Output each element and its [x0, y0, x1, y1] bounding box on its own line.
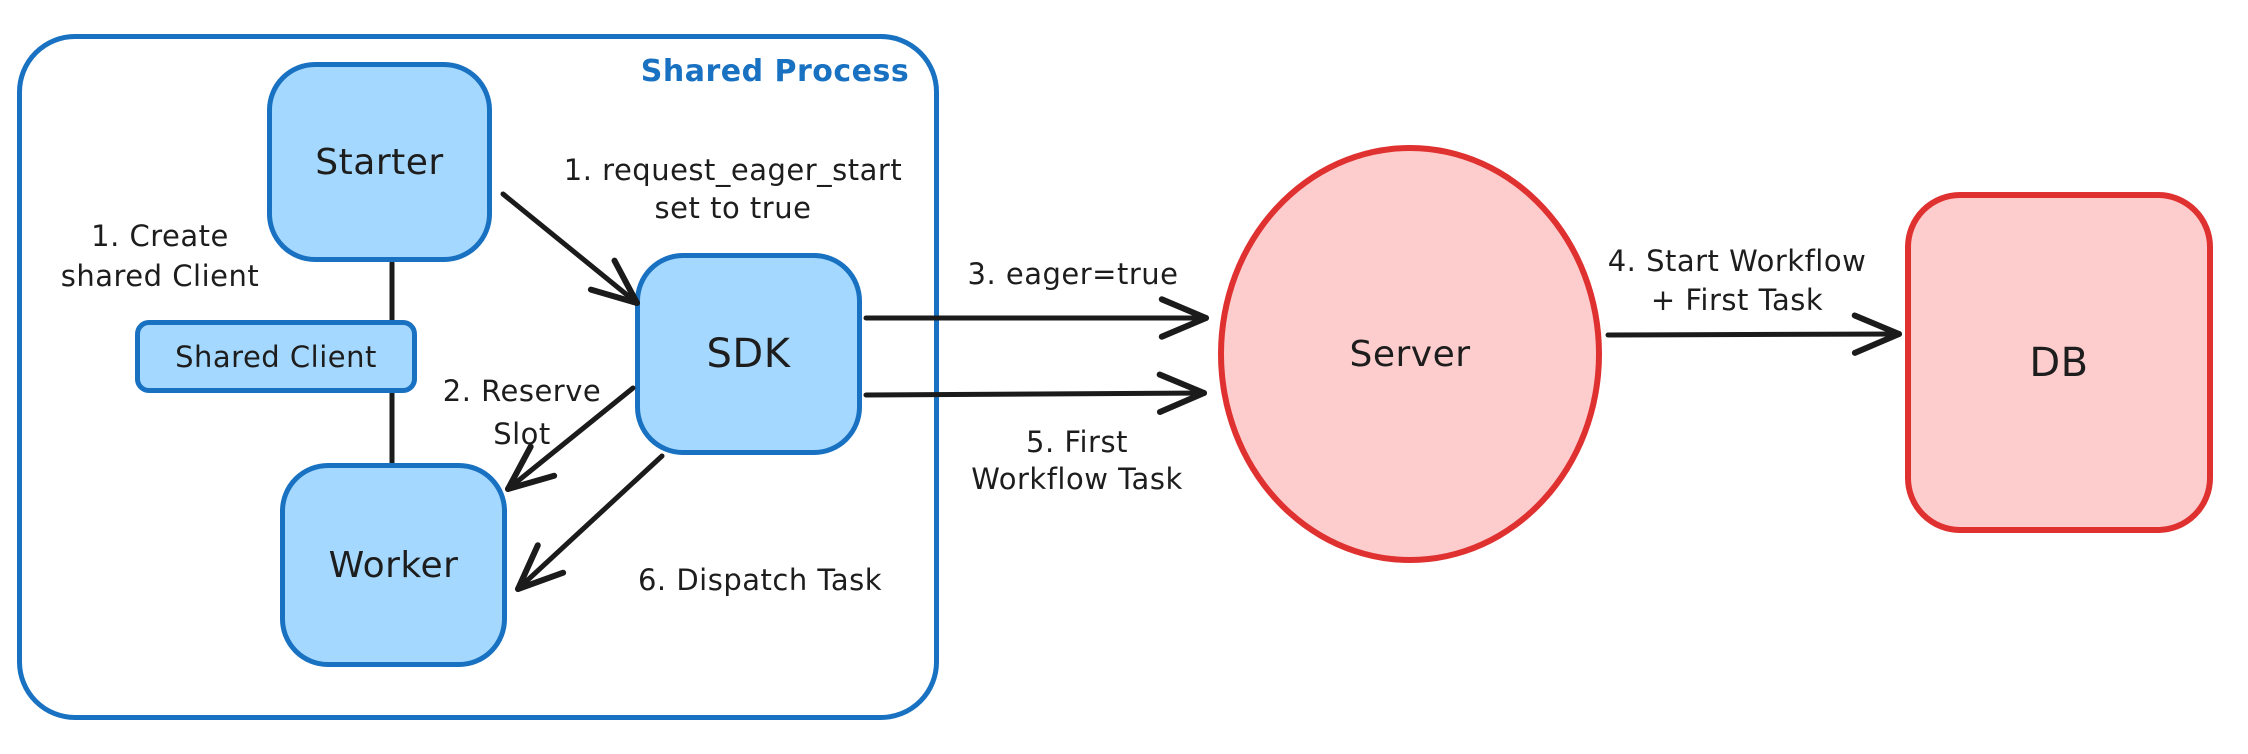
- label-request-eager-start-line1: 1. request_eager_start: [563, 153, 903, 187]
- worker-node: Worker: [280, 463, 507, 667]
- shared-process-container: [17, 34, 939, 720]
- label-first-workflow-task: 5. First Workflow Task: [927, 424, 1227, 498]
- sdk-node-label: SDK: [706, 331, 791, 377]
- label-create-shared-client-line1: 1. Create: [91, 219, 229, 253]
- label-eager-true: 3. eager=true: [967, 257, 1179, 291]
- starter-node-label: Starter: [315, 141, 444, 183]
- arrow-start-workflow: [1605, 312, 1902, 356]
- label-start-workflow-first-task-line2: + First Task: [1650, 283, 1824, 317]
- worker-node-label: Worker: [328, 544, 459, 586]
- server-node: Server: [1218, 145, 1602, 563]
- shared-client-node-label: Shared Client: [175, 339, 377, 374]
- label-start-workflow-first-task-line1: 4. Start Workflow: [1607, 244, 1867, 278]
- label-first-workflow-task-line2: Workflow Task: [971, 462, 1183, 496]
- label-request-eager-start-line2: set to true: [654, 191, 812, 225]
- label-reserve-slot: 2. Reserve Slot: [402, 370, 642, 456]
- label-reserve-slot-line2: Slot: [493, 417, 551, 451]
- db-node-label: DB: [2029, 339, 2089, 386]
- label-start-workflow-first-task: 4. Start Workflow + First Task: [1587, 242, 1887, 320]
- label-dispatch-task: 6. Dispatch Task: [637, 563, 883, 597]
- shared-client-node: Shared Client: [135, 320, 417, 393]
- label-request-eager-start: 1. request_eager_start set to true: [533, 151, 933, 227]
- starter-node: Starter: [267, 62, 492, 262]
- label-reserve-slot-line1: 2. Reserve: [442, 374, 602, 408]
- label-create-shared-client-line2: shared Client: [60, 259, 260, 293]
- shared-process-label: Shared Process: [640, 54, 910, 89]
- label-first-workflow-task-line1: 5. First: [1026, 425, 1128, 459]
- sdk-node: SDK: [635, 253, 862, 455]
- label-create-shared-client: 1. Create shared Client: [10, 216, 310, 296]
- db-node: DB: [1905, 192, 2213, 533]
- server-node-label: Server: [1349, 333, 1471, 375]
